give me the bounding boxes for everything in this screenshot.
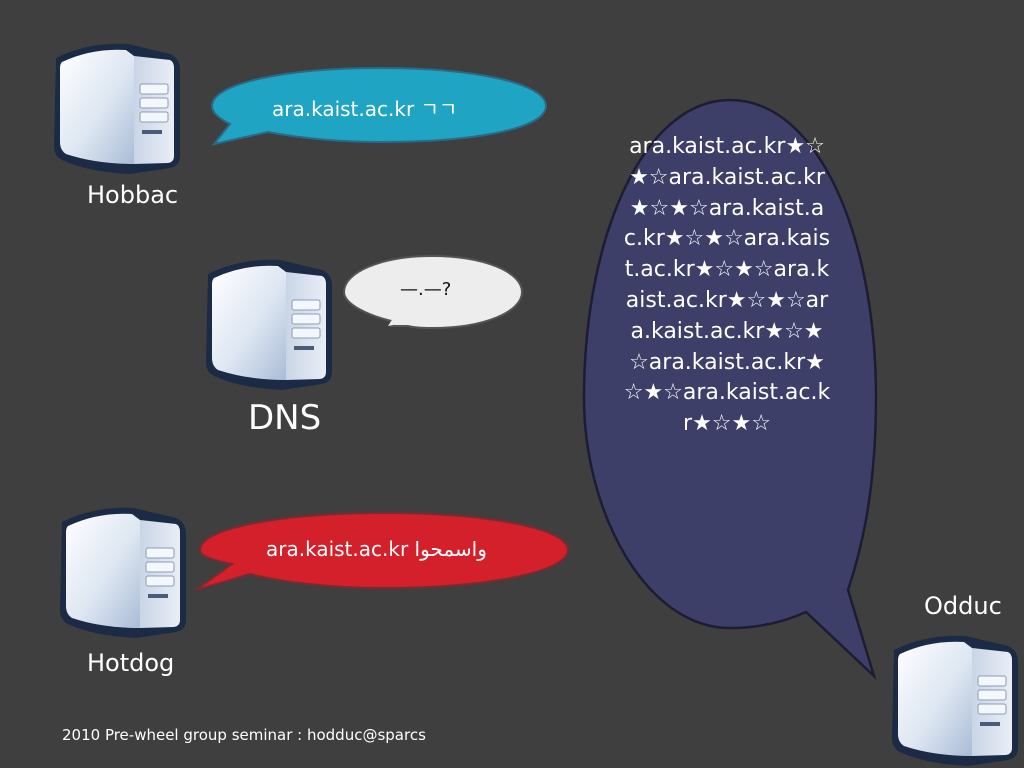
odduc-label: Odduc	[924, 592, 1002, 620]
hotdog-label: Hotdog	[87, 649, 175, 677]
slide-footer: 2010 Pre-wheel group seminar : hodduc@sp…	[62, 726, 426, 744]
dns-label: DNS	[248, 398, 322, 438]
hotdog-speech-bubble	[195, 511, 570, 591]
odduc-speech-bubble	[582, 98, 878, 681]
hobbac-speech-bubble	[210, 66, 548, 146]
hobbac-bubble-text: ara.kaist.ac.kr ㄱㄱ	[272, 97, 458, 121]
dns-speech-bubble	[342, 254, 524, 330]
odduc-bubble-text: ara.kaist.ac.kr★☆★☆ara.kaist.ac.kr★☆★☆ar…	[623, 134, 831, 437]
dns-bubble-text: —.—?	[400, 279, 452, 300]
hobbac-label: Hobbac	[87, 181, 179, 209]
hotdog-bubble-text: ara.kaist.ac.kr واسمحوا	[266, 537, 487, 561]
